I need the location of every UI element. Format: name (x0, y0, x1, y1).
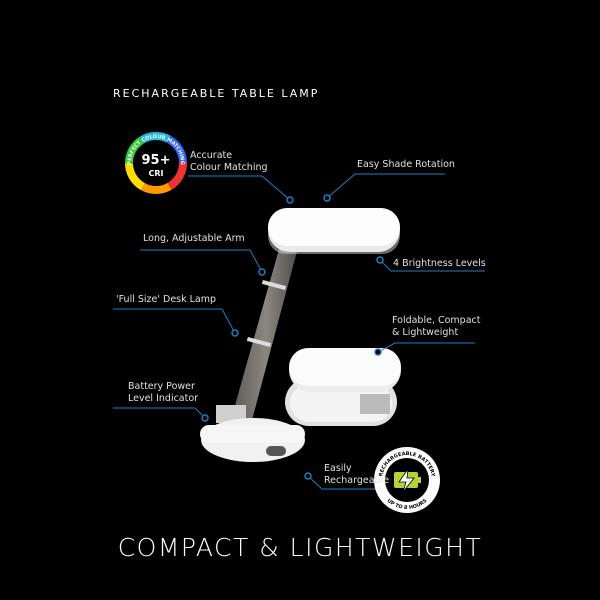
headline: COMPACT & LIGHTWEIGHT (117, 533, 483, 562)
feature-label-line: Foldable, Compact (392, 315, 481, 326)
feature-label-line: Battery Power (128, 381, 195, 392)
feature-battery-indicator: Battery Power Level Indicator (128, 381, 198, 405)
cri-label: CRI (148, 169, 163, 178)
lamp-folded (285, 348, 401, 426)
feature-rechargeable: Easily Rechargeable (324, 463, 389, 487)
feature-label-line: Easily (324, 463, 352, 474)
feature-label-line: Rechargeable (324, 475, 390, 486)
cri-value: 95+ (142, 153, 171, 168)
feature-shade-rotation: Easy Shade Rotation (357, 159, 455, 170)
feature-adjustable-arm: Long, Adjustable Arm (143, 233, 245, 244)
lamp-standing (200, 208, 400, 462)
cri-badge: PERFECT COLOUR MATCHING 95+ CRI (125, 132, 187, 194)
page-title: RECHARGEABLE TABLE LAMP (113, 87, 320, 100)
callout-lines (113, 173, 485, 490)
feature-foldable: Foldable, Compact & Lightweight (392, 315, 480, 339)
feature-colour-matching: Accurate Colour Matching (190, 150, 268, 174)
rechargeable-battery-badge: RECHARGEABLE BATTERY UP TO 8 HOURS (374, 447, 440, 513)
feature-brightness-levels: 4 Brightness Levels (393, 258, 486, 269)
callout-dots (201, 194, 384, 480)
feature-label-line: Colour Matching (190, 162, 268, 173)
feature-full-size: 'Full Size' Desk Lamp (116, 294, 217, 305)
feature-label-line: Level Indicator (128, 393, 199, 404)
feature-label-line: Accurate (190, 150, 233, 161)
feature-label-line: & Lightweight (392, 327, 459, 338)
